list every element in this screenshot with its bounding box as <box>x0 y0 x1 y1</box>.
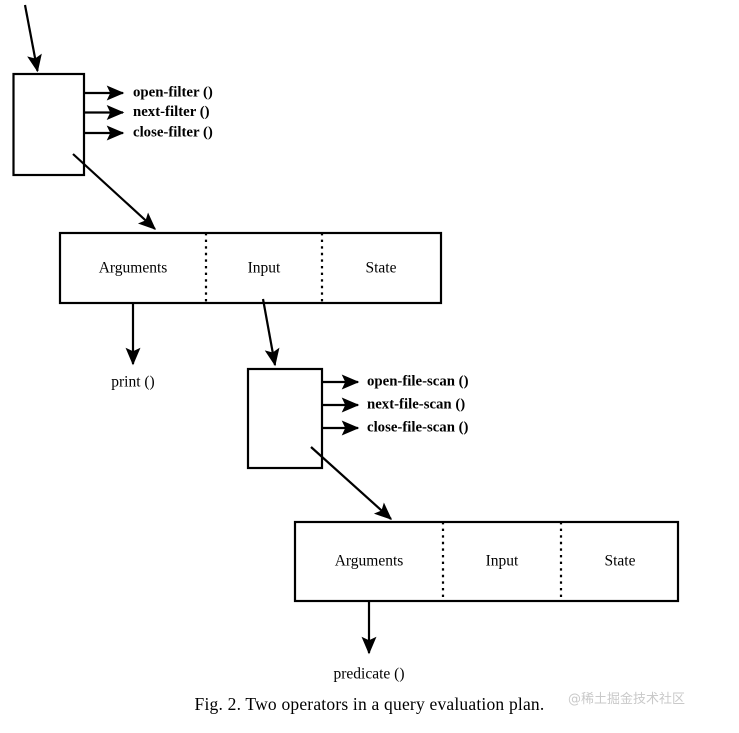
watermark-text: @稀土掘金技术社区 <box>568 692 686 707</box>
file-scan-record <box>293 520 680 603</box>
file-scan-operator-box <box>246 367 324 470</box>
filter-record <box>58 231 443 305</box>
open-file-scan-label: open-file-scan () <box>367 373 469 389</box>
close-filter-label: close-filter () <box>133 124 213 140</box>
filter-to-record-arrow <box>72 153 156 230</box>
close-file-scan-label: close-file-scan () <box>367 419 469 435</box>
print-label: print () <box>111 374 154 391</box>
predicate-label: predicate () <box>334 666 405 683</box>
figure-caption: Fig. 2. Two operators in a query evaluat… <box>194 694 545 714</box>
input-to-file-scan-arrow <box>261 298 280 367</box>
file-scan-to-record-arrow <box>310 446 392 520</box>
open-filter-label: open-filter () <box>133 84 213 100</box>
file-scan-record-cell-arguments: Arguments <box>335 553 404 570</box>
filter-record-cell-input: Input <box>248 260 281 277</box>
next-filter-label: next-filter () <box>133 104 210 120</box>
incoming-arrow-filter <box>23 4 42 73</box>
filter-record-cell-arguments: Arguments <box>99 260 168 277</box>
file-scan-record-cell-state: State <box>605 553 636 570</box>
file-scan-record-cell-input: Input <box>486 553 519 570</box>
filter-operator-box <box>12 72 86 177</box>
next-file-scan-label: next-file-scan () <box>367 396 465 412</box>
filter-record-cell-state: State <box>366 260 397 277</box>
